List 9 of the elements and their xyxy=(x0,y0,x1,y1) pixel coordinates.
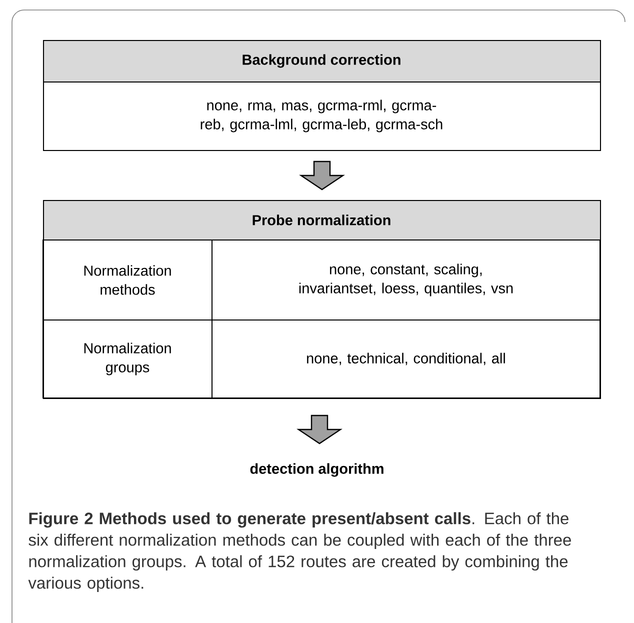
table-cell: none, technical, conditional, all xyxy=(212,319,600,398)
result-text: detection algorithm xyxy=(250,463,384,477)
table-cell: Normalization groups xyxy=(42,319,212,398)
figure-caption: Figure 2 Methods used to generate present/absent calls. Each of the six different normalization methods can be coupled with each of the three normalization groups. A total of 152 routes are created by combining the various options. xyxy=(28,512,571,592)
table-box: Background correction none, rma, mas, gcrma-rml, gcrma-reb, gcrma-lml, gcrma-leb, gcrma-sch xyxy=(42,40,601,151)
table-cell: none, constant, scaling, invariantset, loess, quantiles, vsn xyxy=(212,240,600,320)
block-arrow xyxy=(299,160,345,190)
table-cell: Normalization methods xyxy=(42,240,212,320)
block-arrow xyxy=(296,414,342,444)
